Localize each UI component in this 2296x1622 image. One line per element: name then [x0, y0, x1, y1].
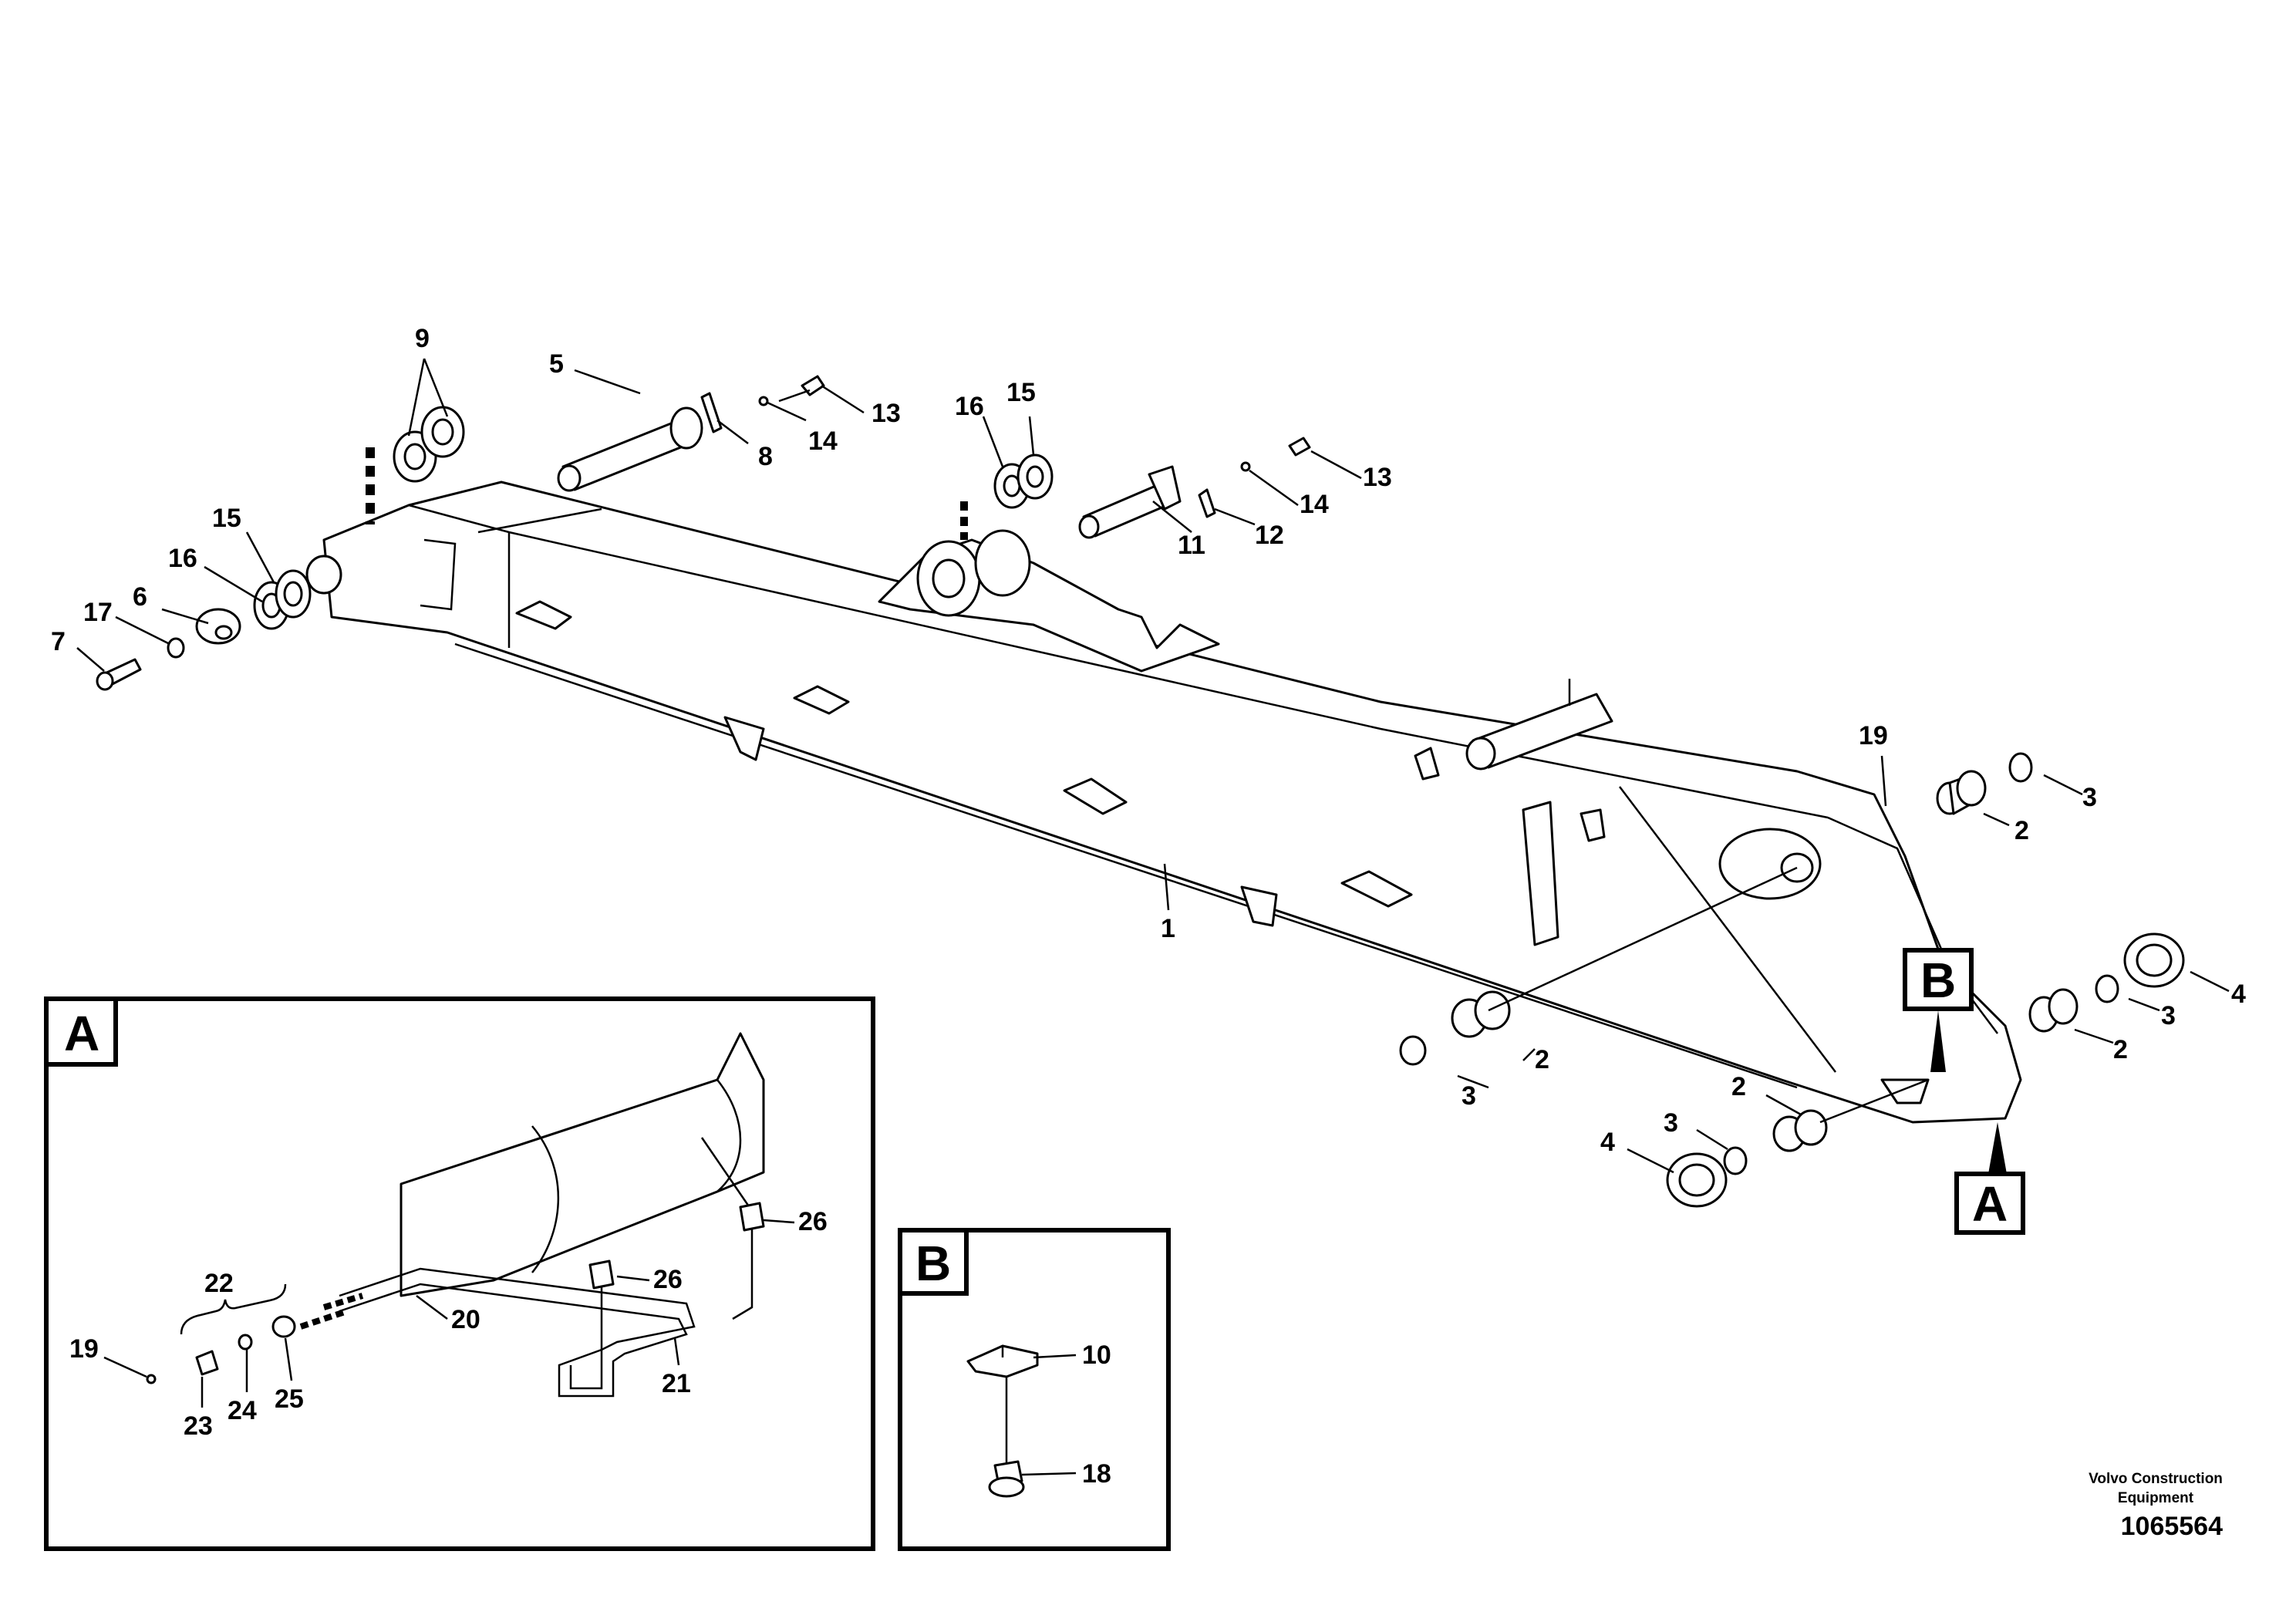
callouts: 1 5 9 8 14 13 16 15 11 12 14 13 15 16 6 … [51, 324, 2246, 1489]
bushing-2-lower [1772, 1109, 1828, 1152]
callout-20: 20 [451, 1305, 480, 1334]
callout-19a: 19 [1859, 721, 1888, 750]
callout-18: 18 [1082, 1459, 1111, 1489]
callout-3d: 3 [2161, 1001, 2176, 1030]
oring-3-lower [1723, 1146, 1748, 1175]
callout-22: 22 [204, 1269, 234, 1298]
callout-26b: 26 [653, 1265, 683, 1294]
oring-3-left [1399, 1035, 1427, 1066]
washer-14b [1240, 461, 1251, 472]
callout-25: 25 [275, 1384, 304, 1414]
callout-12: 12 [1255, 521, 1284, 550]
pointer-label-a: A [1972, 1176, 2008, 1232]
bolt-13b [1288, 437, 1311, 457]
oring-3-top [2008, 752, 2033, 783]
callout-3b: 3 [1462, 1081, 1476, 1111]
cap-6 [195, 608, 241, 645]
callout-17: 17 [83, 598, 113, 627]
callout-2d: 2 [2113, 1035, 2128, 1064]
washers-15-16-front [253, 569, 312, 630]
callout-13b: 13 [1363, 463, 1392, 492]
bolt-13a [778, 375, 825, 403]
callout-10: 10 [1082, 1340, 1111, 1370]
callout-3c: 3 [1664, 1108, 1678, 1138]
callout-26a: 26 [798, 1207, 828, 1236]
callout-14b: 14 [1300, 490, 1329, 519]
callout-13a: 13 [872, 399, 901, 428]
detail-label-b: B [915, 1236, 951, 1291]
pin-5 [557, 406, 703, 492]
callout-2c: 2 [1731, 1072, 1746, 1101]
callout-15a: 15 [1006, 378, 1036, 407]
detail-b-panel [898, 1228, 1171, 1551]
bushing-2-right [2028, 988, 2079, 1033]
callout-11: 11 [1178, 531, 1205, 560]
callout-9: 9 [415, 324, 430, 353]
drawing-number: 1065564 [2120, 1512, 2223, 1541]
callout-16b: 16 [168, 544, 197, 573]
callout-6: 6 [133, 582, 147, 612]
callout-19b: 19 [69, 1334, 99, 1364]
washer-14a [758, 396, 769, 406]
callout-16a: 16 [955, 392, 984, 421]
seal-4-right [2123, 932, 2185, 988]
lock-plate-8 [700, 392, 723, 433]
callout-21: 21 [662, 1369, 691, 1398]
callout-3a: 3 [2082, 783, 2097, 812]
callout-2a: 2 [2014, 816, 2029, 845]
seal-4-lower [1666, 1152, 1728, 1208]
bushing-2-top [1936, 770, 1987, 815]
callout-4b: 4 [2231, 980, 2246, 1009]
detail-pointer-a [1954, 1122, 2025, 1235]
callout-24: 24 [228, 1396, 257, 1425]
washer-17 [167, 637, 185, 659]
callout-5: 5 [549, 349, 564, 379]
washers-9 [393, 406, 465, 483]
detail-label-a: A [64, 1006, 99, 1061]
callout-8: 8 [758, 442, 773, 471]
bushing-2-left [1451, 990, 1511, 1038]
leader-lines [76, 358, 2230, 1174]
callout-4a: 4 [1600, 1128, 1615, 1157]
washers-15-16-mid [993, 454, 1054, 509]
callout-2b: 2 [1535, 1045, 1549, 1074]
callout-1: 1 [1161, 914, 1175, 943]
pin-11 [1078, 465, 1182, 539]
callout-23: 23 [184, 1411, 213, 1441]
detail-a-panel [44, 996, 875, 1551]
detail-pointer-b [1903, 948, 1974, 1072]
lock-plate-12 [1198, 488, 1216, 518]
boom-arm [305, 447, 2022, 1124]
oring-3-right [2095, 974, 2119, 1003]
bolt-7 [96, 658, 142, 691]
pointer-label-b: B [1920, 953, 1956, 1008]
company-name: Volvo Construction Equipment [2089, 1471, 2223, 1506]
callout-14a: 14 [808, 427, 838, 456]
callout-7: 7 [51, 627, 66, 656]
callout-15b: 15 [212, 504, 241, 533]
